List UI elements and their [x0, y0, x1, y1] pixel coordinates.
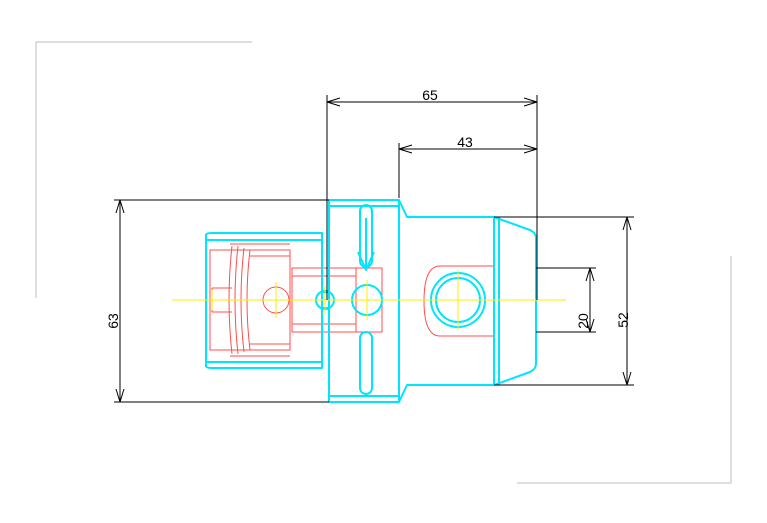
- dim-outer-diameter: 63: [105, 313, 121, 329]
- part-outline: [204, 199, 537, 403]
- lower-slot: [359, 331, 373, 395]
- frame-corner-bottom-right: [517, 256, 732, 484]
- dim-body-length: 43: [457, 134, 473, 150]
- dim-shank-diameter: 52: [615, 312, 631, 328]
- collet-body: [204, 232, 323, 369]
- right-pocket: [423, 265, 495, 337]
- flange: [328, 199, 400, 403]
- dim-bore-diameter: 20: [575, 313, 591, 329]
- frame-corners: [35, 41, 732, 484]
- centerlines: [172, 270, 566, 330]
- dimension-lines: [114, 95, 634, 403]
- dim-overall-length: 65: [422, 87, 438, 103]
- nose-taper: [493, 216, 537, 386]
- slot-arrow-icon: [357, 218, 375, 271]
- frame-corner-top-left: [35, 41, 252, 298]
